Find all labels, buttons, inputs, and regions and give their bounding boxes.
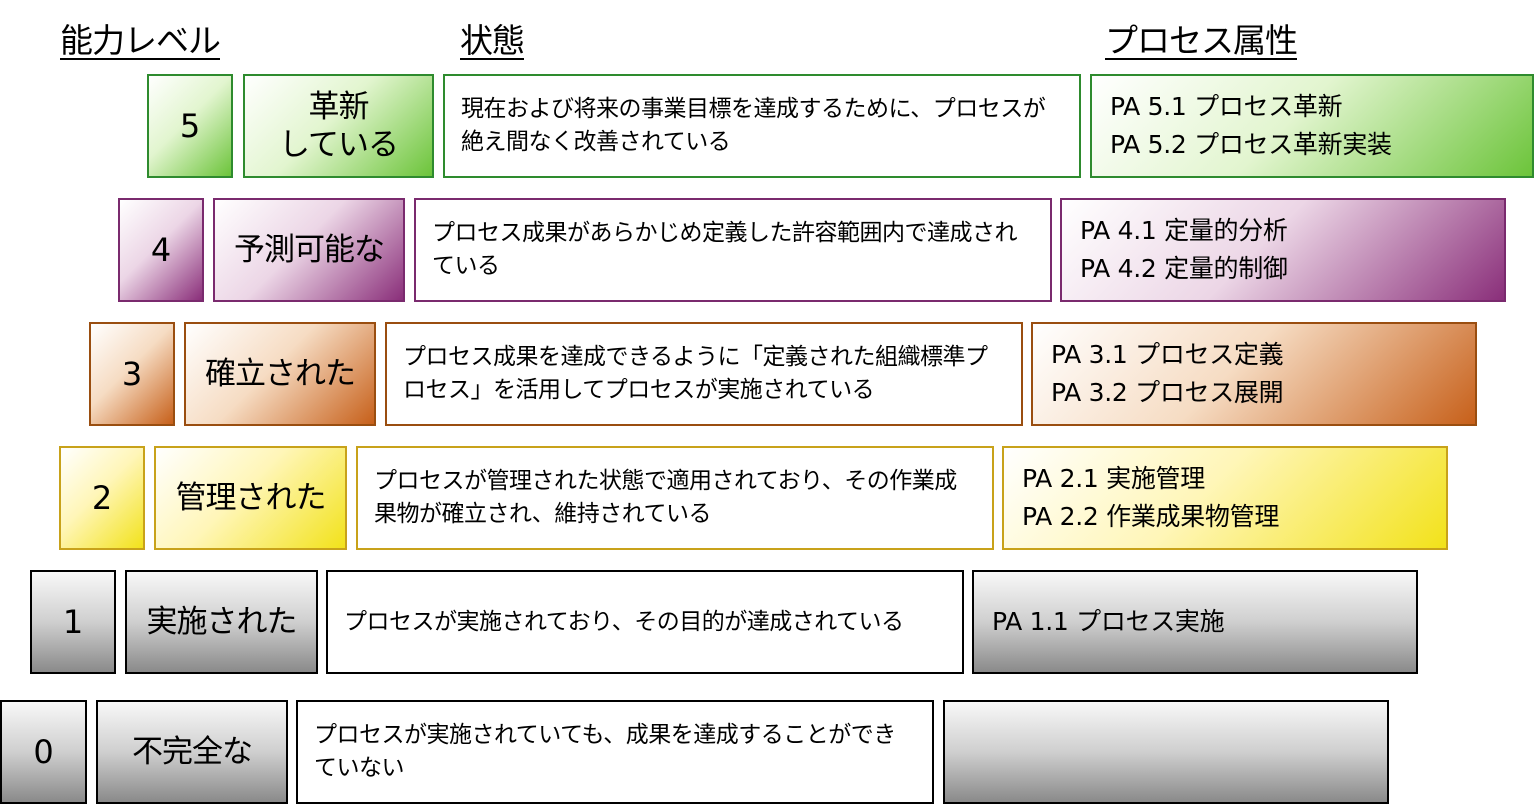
level-5-name: 革新 している bbox=[243, 74, 434, 178]
level-0-name: 不完全な bbox=[96, 700, 288, 804]
level-4-name-line-1: 予測可能な bbox=[234, 232, 385, 268]
level-2-attribute-2: PA 2.2 作業成果物管理 bbox=[1022, 502, 1280, 531]
level-0-description: プロセスが実施されていても、成果を達成することができていない bbox=[296, 700, 934, 804]
level-2-description-text: プロセスが管理された状態で適用されており、その作業成果物が確立され、維持されてい… bbox=[374, 468, 957, 527]
level-5-description: 現在および将来の事業目標を達成するために、プロセスが絶え間なく改善されている bbox=[443, 74, 1081, 178]
level-4-description: プロセス成果があらかじめ定義した許容範囲内で達成されている bbox=[414, 198, 1052, 302]
level-3-attribute-1: PA 3.1 プロセス定義 bbox=[1051, 340, 1284, 369]
level-4-description-text: プロセス成果があらかじめ定義した許容範囲内で達成されている bbox=[432, 220, 1018, 279]
level-3-number: 3 bbox=[89, 322, 175, 426]
level-5-name-line-1: 革新 bbox=[308, 89, 369, 125]
level-3-description: プロセス成果を達成できるように「定義された組織標準プロセス」を活用してプロセスが… bbox=[385, 322, 1023, 426]
level-3-attribute-2: PA 3.2 プロセス展開 bbox=[1051, 378, 1284, 407]
level-1-number: 1 bbox=[30, 570, 116, 674]
level-3-attributes: PA 3.1 プロセス定義 PA 3.2 プロセス展開 bbox=[1031, 322, 1477, 426]
header-state: 状態 bbox=[460, 21, 525, 60]
level-3-description-text: プロセス成果を達成できるように「定義された組織標準プロセス」を活用してプロセスが… bbox=[403, 344, 988, 403]
level-2-attributes: PA 2.1 実施管理 PA 2.2 作業成果物管理 bbox=[1002, 446, 1448, 550]
level-2-number: 2 bbox=[59, 446, 145, 550]
level-0-description-text: プロセスが実施されていても、成果を達成することができていない bbox=[314, 722, 896, 781]
level-0-name-line-1: 不完全な bbox=[132, 734, 253, 770]
level-5-number: 5 bbox=[147, 74, 233, 178]
level-5-name-line-2: している bbox=[278, 127, 399, 163]
level-4-number: 4 bbox=[118, 198, 204, 302]
level-1-description-text: プロセスが実施されており、その目的が達成されている bbox=[344, 608, 904, 635]
level-1-attributes: PA 1.1 プロセス実施 bbox=[972, 570, 1418, 674]
level-4-attributes: PA 4.1 定量的分析 PA 4.2 定量的制御 bbox=[1060, 198, 1506, 302]
level-2-description: プロセスが管理された状態で適用されており、その作業成果物が確立され、維持されてい… bbox=[356, 446, 994, 550]
level-2-name-line-1: 管理された bbox=[175, 480, 327, 516]
level-5-attributes: PA 5.1 プロセス革新 PA 5.2 プロセス革新実装 bbox=[1090, 74, 1534, 178]
level-0-number: 0 bbox=[0, 700, 87, 804]
level-3-name: 確立された bbox=[184, 322, 376, 426]
level-1-name: 実施された bbox=[125, 570, 318, 674]
level-0-attributes bbox=[943, 700, 1389, 804]
level-2-attribute-1: PA 2.1 実施管理 bbox=[1022, 464, 1205, 493]
level-4-attribute-1: PA 4.1 定量的分析 bbox=[1080, 216, 1288, 245]
level-2-name: 管理された bbox=[154, 446, 347, 550]
level-4-attribute-2: PA 4.2 定量的制御 bbox=[1080, 254, 1288, 283]
level-3-name-line-1: 確立された bbox=[205, 356, 356, 392]
level-1-description: プロセスが実施されており、その目的が達成されている bbox=[326, 570, 964, 674]
level-5-description-text: 現在および将来の事業目標を達成するために、プロセスが絶え間なく改善されている bbox=[461, 96, 1046, 155]
level-4-name: 予測可能な bbox=[213, 198, 405, 302]
header-capability-level: 能力レベル bbox=[60, 21, 221, 60]
header-process-attributes: プロセス属性 bbox=[1105, 21, 1298, 60]
level-5-attribute-1: PA 5.1 プロセス革新 bbox=[1110, 92, 1343, 121]
level-5-attribute-2: PA 5.2 プロセス革新実装 bbox=[1110, 130, 1392, 159]
level-1-name-line-1: 実施された bbox=[146, 604, 298, 640]
level-1-attribute-1: PA 1.1 プロセス実施 bbox=[992, 607, 1225, 636]
